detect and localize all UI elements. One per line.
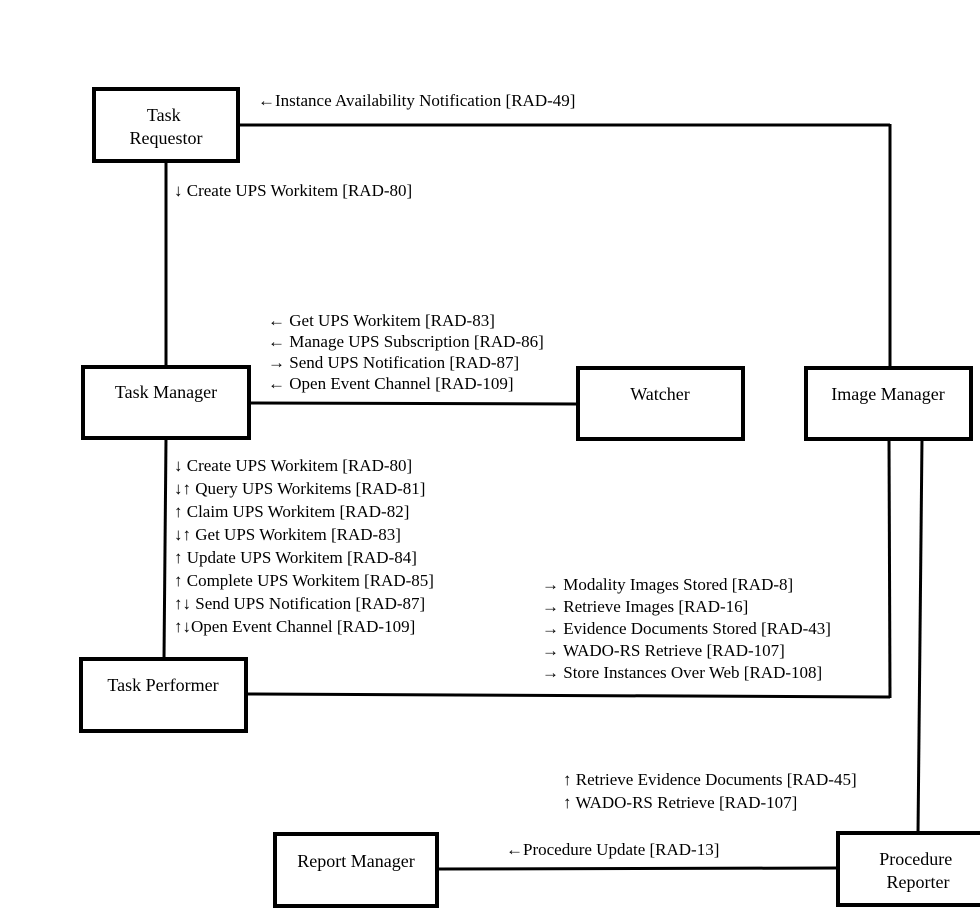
transaction-label: ←Procedure Update [RAD-13] <box>506 840 719 859</box>
actor-report-manager: Report Manager <box>273 832 439 908</box>
report-manager-label: Report Manager <box>297 851 414 871</box>
procedure-reporter-box <box>836 831 980 907</box>
connections <box>162 123 924 871</box>
task-requestor-box <box>92 87 240 163</box>
watcher-label: Watcher <box>630 384 690 404</box>
line-task-manager-to-performer <box>162 437 168 660</box>
transaction-label: ←Instance Availability Notification [RAD… <box>258 91 575 110</box>
watcher-box <box>576 366 745 441</box>
image-manager-label: Image Manager <box>831 384 944 404</box>
actor-watcher: Watcher <box>576 366 745 441</box>
txn-manager-watcher: ← Get UPS Workitem [RAD-83] ← Manage UPS… <box>268 311 548 393</box>
transaction-label: ↑ Retrieve Evidence Documents [RAD-45] ↑… <box>563 770 861 812</box>
actor-procedure-reporter: Procedure Reporter <box>836 831 980 907</box>
txn-reporter-image-manager: ↑ Retrieve Evidence Documents [RAD-45] ↑… <box>563 770 861 812</box>
procedure-reporter-label: Procedure Reporter <box>879 849 956 892</box>
task-performer-label: Task Performer <box>107 675 218 695</box>
task-manager-label: Task Manager <box>115 382 217 402</box>
task-requestor-label: Task Requestor <box>130 105 203 148</box>
line-task-manager-to-watcher <box>248 401 579 406</box>
line-performer-to-image-manager-v <box>887 437 892 699</box>
transaction-label: → Modality Images Stored [RAD-8] → Retri… <box>542 575 835 682</box>
line-report-manager-to-reporter <box>436 866 839 871</box>
image-manager-box <box>804 366 973 441</box>
transaction-label: ← Get UPS Workitem [RAD-83] ← Manage UPS… <box>268 311 548 393</box>
actor-task-requestor: Task Requestor <box>92 87 240 163</box>
transaction-label: ↓ Create UPS Workitem [RAD-80] <box>174 181 412 200</box>
txn-performer-image-manager: → Modality Images Stored [RAD-8] → Retri… <box>542 575 835 682</box>
task-manager-box <box>81 365 251 440</box>
task-performer-box <box>79 657 248 733</box>
txn-requestor-image-manager: ←Instance Availability Notification [RAD… <box>258 91 575 110</box>
txn-requestor-task-manager: ↓ Create UPS Workitem [RAD-80] <box>174 181 412 200</box>
txn-reporter-report-manager: ←Procedure Update [RAD-13] <box>506 840 719 859</box>
line-performer-to-image-manager-h <box>245 692 891 699</box>
line-image-manager-to-reporter <box>916 437 924 835</box>
actor-task-manager: Task Manager <box>81 365 251 440</box>
actor-image-manager: Image Manager <box>804 366 973 441</box>
transaction-label: ↓ Create UPS Workitem [RAD-80] ↓↑ Query … <box>174 456 438 636</box>
actor-task-performer: Task Performer <box>79 657 248 733</box>
txn-manager-performer: ↓ Create UPS Workitem [RAD-80] ↓↑ Query … <box>174 456 438 636</box>
report-manager-box <box>273 832 439 908</box>
